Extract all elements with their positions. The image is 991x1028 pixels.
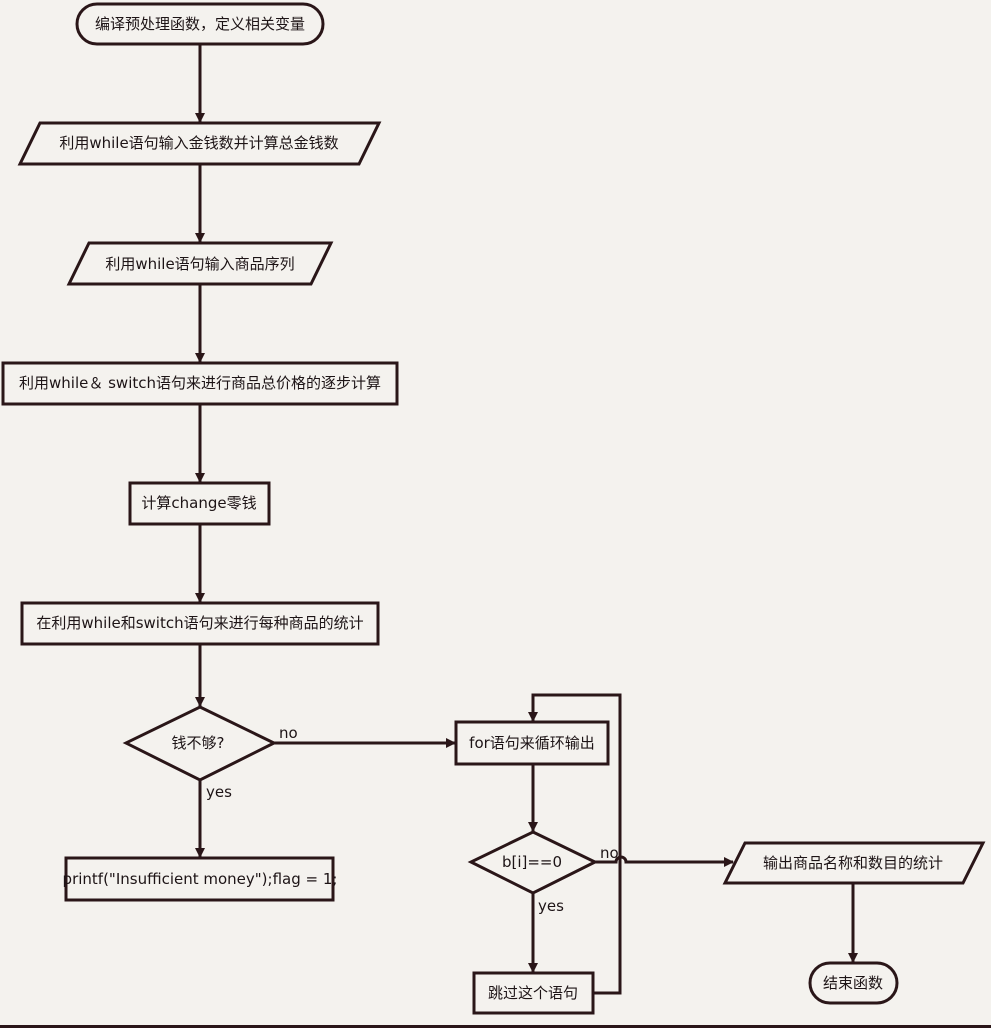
output-stats-parallelogram bbox=[722, 841, 986, 885]
input-goods-label: 利用while语句输入商品序列 bbox=[105, 255, 294, 273]
for-loop-box bbox=[454, 720, 610, 766]
calc-change-box bbox=[128, 481, 271, 526]
input-money-label: 利用while语句输入金钱数并计算总金钱数 bbox=[59, 134, 338, 152]
node-input-money: 利用while语句输入金钱数并计算总金钱数 bbox=[17, 121, 382, 166]
edge-label-money-no: no bbox=[279, 724, 298, 742]
node-output-stats: 输出商品名称和数目的统计 bbox=[722, 841, 986, 885]
edge-skip-loop-back bbox=[528, 693, 622, 995]
node-end: 结束函数 bbox=[808, 961, 899, 1005]
node-insufficient: printf("Insufficient money");flag = 1; bbox=[63, 856, 338, 902]
node-calc-total: 利用while＆ switch语句来进行商品总价格的逐步计算 bbox=[1, 361, 399, 406]
calc-total-box bbox=[1, 361, 399, 406]
start-terminator bbox=[75, 2, 325, 46]
edge-label-money-yes: yes bbox=[206, 783, 232, 801]
node-skip: 跳过这个语句 bbox=[472, 971, 595, 1015]
insufficient-box bbox=[64, 856, 335, 902]
decision-money-diamond bbox=[122, 705, 278, 782]
edges bbox=[195, 44, 858, 995]
skip-box bbox=[472, 971, 595, 1015]
end-terminator bbox=[808, 961, 899, 1005]
edge-label-b-yes: yes bbox=[538, 897, 564, 915]
count-goods-label: 在利用while和switch语句来进行每种商品的统计 bbox=[36, 614, 363, 632]
node-calc-change: 计算change零钱 bbox=[128, 481, 271, 526]
edge-decision-b-no bbox=[595, 855, 734, 867]
calc-total-label: 利用while＆ switch语句来进行商品总价格的逐步计算 bbox=[19, 374, 381, 392]
decision-money-label: 钱不够? bbox=[172, 734, 225, 752]
insufficient-label: printf("Insufficient money");flag = 1; bbox=[63, 870, 338, 888]
decision-b-diamond bbox=[467, 830, 599, 895]
node-decision-b: b[i]==0 bbox=[467, 830, 599, 895]
calc-change-label: 计算change零钱 bbox=[141, 494, 256, 512]
for-loop-label: for语句来循环输出 bbox=[469, 734, 595, 752]
count-goods-box bbox=[20, 601, 380, 646]
window-bottom-border bbox=[0, 1025, 991, 1028]
edge-label-b-no: no bbox=[600, 844, 619, 862]
node-decision-money: 钱不够? bbox=[122, 705, 278, 782]
node-start: 编译预处理函数，定义相关变量 bbox=[75, 2, 325, 46]
start-label: 编译预处理函数，定义相关变量 bbox=[95, 15, 305, 33]
end-label: 结束函数 bbox=[823, 974, 883, 992]
output-stats-label: 输出商品名称和数目的统计 bbox=[763, 854, 943, 872]
decision-b-label: b[i]==0 bbox=[502, 853, 562, 871]
node-for-loop: for语句来循环输出 bbox=[454, 720, 610, 766]
input-goods-parallelogram bbox=[66, 241, 334, 286]
node-input-goods: 利用while语句输入商品序列 bbox=[66, 241, 334, 286]
node-count-goods: 在利用while和switch语句来进行每种商品的统计 bbox=[20, 601, 380, 646]
skip-label: 跳过这个语句 bbox=[488, 984, 578, 1002]
input-money-parallelogram bbox=[17, 121, 382, 166]
